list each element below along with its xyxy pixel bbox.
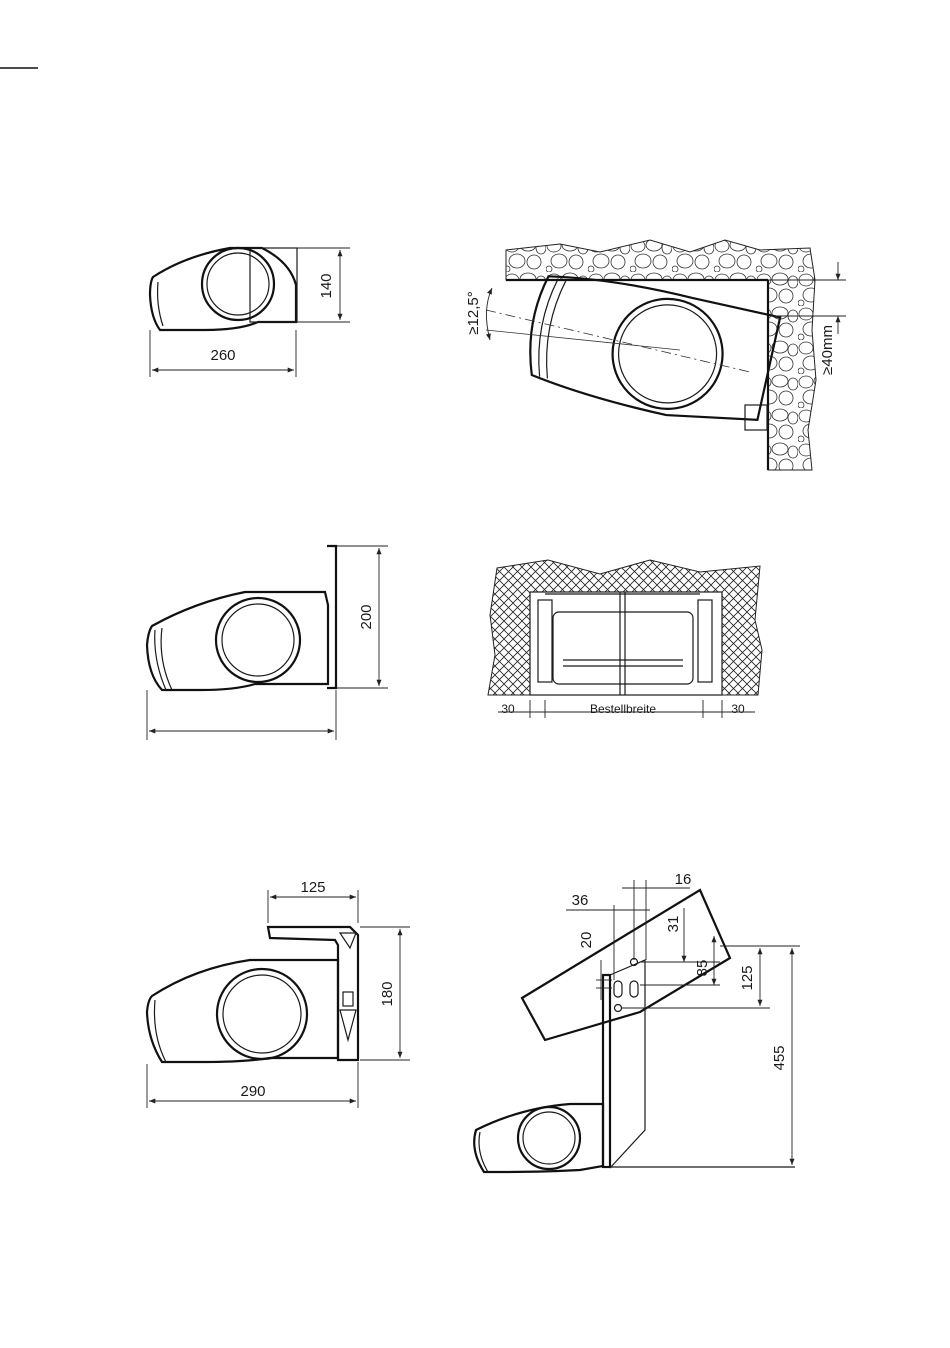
wall-bracket xyxy=(745,405,767,430)
roller-circle-outer xyxy=(202,248,274,320)
dim-height-label: 140 xyxy=(318,273,335,298)
dim-85-label: 85 xyxy=(694,960,711,977)
angle-label: ≥12,5° xyxy=(465,291,482,334)
housing-front-lip xyxy=(158,282,163,326)
dim-height-label: 200 xyxy=(358,604,375,629)
roller-circle-outer xyxy=(216,598,300,682)
clearance-label: ≥40mm xyxy=(819,325,836,375)
figure-ceiling-mount-angle: ≥12,5° ≥40mm xyxy=(465,240,846,470)
order-width-label: Bestellbreite xyxy=(590,702,656,716)
housing-outline xyxy=(519,265,780,434)
mounting-slot xyxy=(630,981,638,997)
top-bracket xyxy=(268,927,358,1060)
dim-width-label: 290 xyxy=(240,1083,265,1100)
roller-circle-outer xyxy=(518,1107,580,1169)
right-end-cap xyxy=(698,600,712,682)
axis-line xyxy=(486,330,680,350)
right-gap-label: 30 xyxy=(731,702,745,716)
dim-top-width-label: 125 xyxy=(300,879,325,896)
figure-wall-bracket-detail: 16 36 31 20 85 125 455 xyxy=(474,871,800,1172)
figure-side-view-260x140: 140 260 xyxy=(150,248,350,377)
bracket-rib xyxy=(340,933,356,948)
figure-recess-front-view: 30 Bestellbreite 30 xyxy=(488,560,762,718)
mounting-hole xyxy=(615,1005,622,1012)
roller-circle-outer xyxy=(217,969,307,1059)
housing-outline xyxy=(147,960,338,1062)
tilted-housing xyxy=(519,265,780,434)
roller-circle-inner xyxy=(207,253,269,315)
bracket-rib xyxy=(340,1010,356,1040)
roller-circle-outer xyxy=(602,288,733,419)
figure-side-view-290x180: 125 180 290 xyxy=(147,879,410,1108)
dim-16-label: 16 xyxy=(675,871,692,888)
plate-side xyxy=(610,960,645,1168)
roller-circle-inner xyxy=(609,295,726,412)
roller-circle-inner xyxy=(523,1112,575,1164)
dim-125-label: 125 xyxy=(739,965,756,990)
left-end-cap xyxy=(538,600,552,682)
ceiling-masonry xyxy=(506,240,815,280)
wall-masonry xyxy=(768,280,816,470)
dim-31-label: 31 xyxy=(665,916,682,933)
dim-36-label: 36 xyxy=(572,892,589,909)
bracket-screw xyxy=(343,992,353,1006)
dim-455-label: 455 xyxy=(771,1045,788,1070)
roller-circle-inner xyxy=(222,604,294,676)
left-gap-label: 30 xyxy=(501,702,515,716)
roller-circle-inner xyxy=(223,975,301,1053)
mounting-slot xyxy=(614,981,622,997)
figure-side-view-200: 200 xyxy=(147,546,388,740)
dim-width-label: 260 xyxy=(210,347,235,364)
angle-arc xyxy=(486,288,492,340)
roller-body xyxy=(553,612,693,684)
dim-height-label: 180 xyxy=(379,981,396,1006)
dim-20-label: 20 xyxy=(578,932,595,949)
